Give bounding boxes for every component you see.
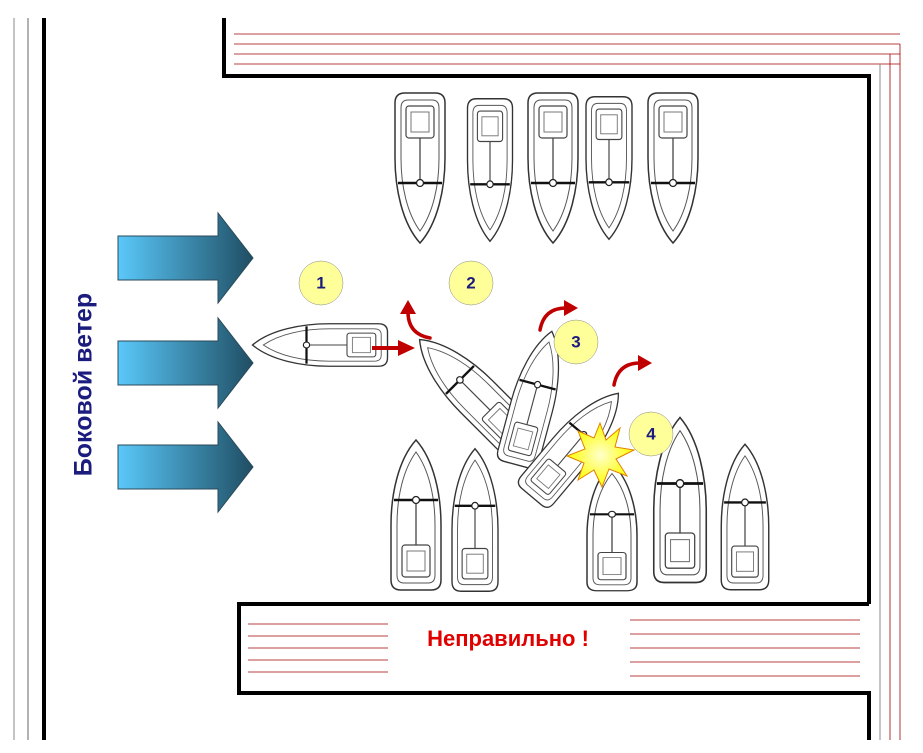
step-marker-2: 2 [448,260,494,306]
wind-arrow-icon [117,317,254,409]
step-marker-3: 3 [553,319,599,365]
curved-arrow-icon [612,353,654,387]
wind-arrow-icon [117,212,254,304]
bottom-pier [237,602,871,740]
straight-arrow-icon [372,340,415,356]
step-marker-1: 1 [298,260,344,306]
curved-arrow-icon [398,298,432,340]
sailboat-icon [450,447,500,593]
step-number: 2 [466,274,475,293]
sailboat-icon [526,91,580,245]
sailboat-icon [466,97,514,243]
motion-arrows [372,298,654,387]
collision-star-icon [565,421,636,489]
top-pier [222,18,901,740]
step-number: 1 [316,274,325,293]
status-label: Неправильно ! [427,626,589,651]
left-wall [13,18,46,740]
sailboat-icon [389,438,443,592]
step-number: 3 [571,333,580,352]
wind-label: Боковой ветер [69,292,98,477]
sailboat-icon [251,322,389,368]
step-number: 4 [646,425,656,444]
moored-boats-top [393,91,700,245]
wind-arrow-icon [117,421,254,513]
sailboat-icon [646,91,700,245]
sailboat-icon [720,443,770,591]
step-markers: 1 2 3 4 [298,260,674,457]
sailboat-icon [584,95,634,241]
step-marker-4: 4 [628,411,674,457]
sailboat-icon [585,462,639,592]
sailboat-icon [393,91,447,245]
